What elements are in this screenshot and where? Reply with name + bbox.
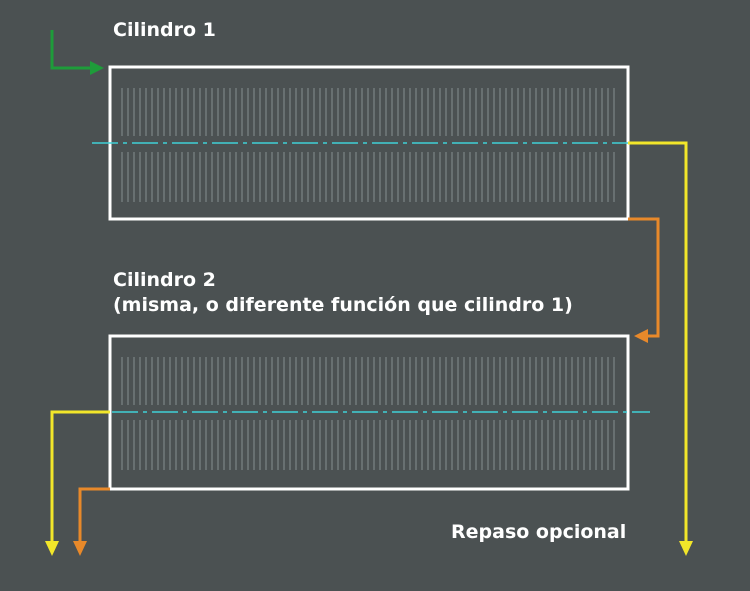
transfer-arrow bbox=[628, 217, 660, 343]
cylinder-2-texture-bottom bbox=[117, 420, 617, 470]
cylinder-1 bbox=[92, 65, 640, 221]
entry-arrow bbox=[50, 30, 104, 75]
cylinder-1-label: Cilindro 1 bbox=[113, 19, 216, 41]
optional-pass-arrow bbox=[628, 141, 693, 556]
cylinder-1-texture-top bbox=[117, 88, 617, 136]
exit-arrow-orange bbox=[73, 487, 110, 556]
cylinder-2-note: (misma, o diferente función que cilindro… bbox=[113, 294, 573, 316]
cylinder-1-texture-bottom bbox=[117, 152, 617, 202]
cylinder-2-label: Cilindro 2 bbox=[113, 269, 216, 291]
exit-arrow-yellow bbox=[45, 410, 110, 556]
cylinder-2-texture-top bbox=[117, 357, 617, 405]
optional-pass-label: Repaso opcional bbox=[451, 521, 627, 543]
cylinder-2 bbox=[108, 334, 650, 491]
